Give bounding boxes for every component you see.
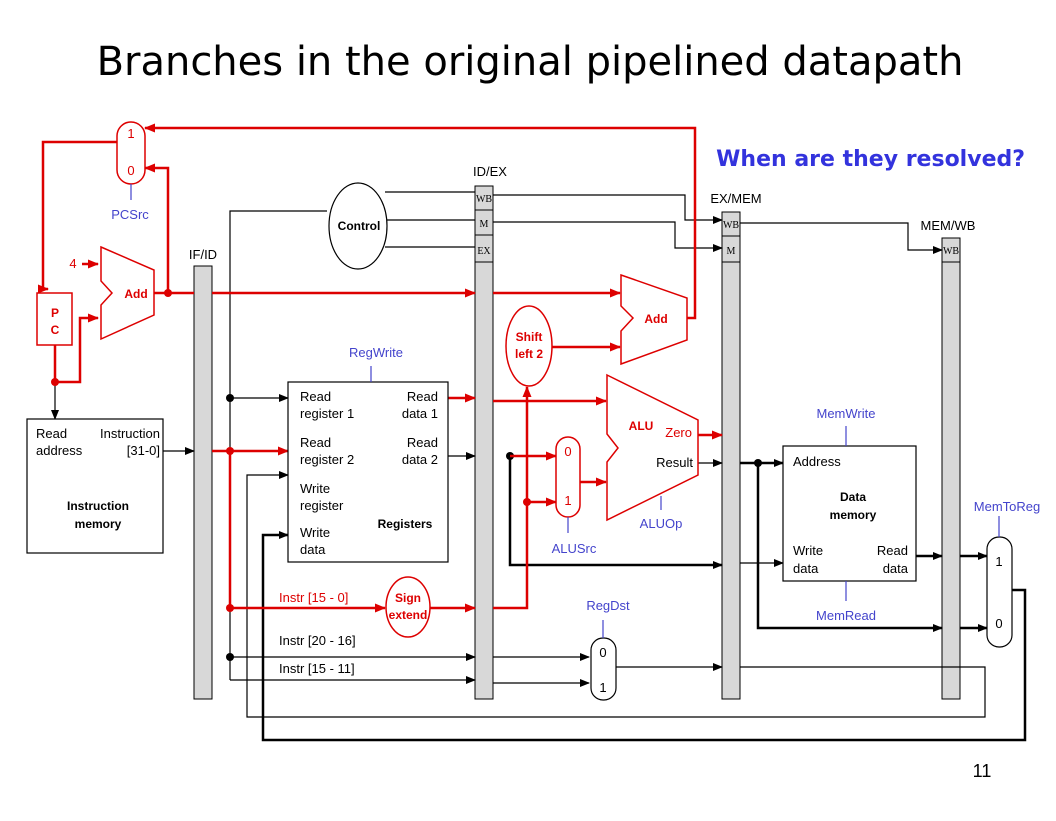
dm-address-label: Address	[793, 454, 841, 469]
alusrc-mux-input-1: 1	[564, 493, 571, 508]
dm-name-1: Data	[840, 490, 866, 504]
id-ex-ex-label: EX	[477, 246, 491, 257]
reg-read-data-2-a: Read	[407, 435, 438, 450]
id-ex-register: ID/EX WB M EX	[473, 164, 507, 700]
regdst-signal: RegDst	[586, 598, 630, 613]
reg-read-data-1-a: Read	[407, 389, 438, 404]
program-counter: P C	[36, 292, 73, 346]
reg-read-register-1-b: register 1	[300, 406, 354, 421]
reg-read-data-1-b: data 1	[402, 406, 438, 421]
ex-mem-register: EX/MEM WB M	[710, 191, 762, 700]
memtoreg-mux-input-0: 0	[995, 616, 1002, 631]
reg-write-register-b: register	[300, 498, 344, 513]
im-bits-label: [31-0]	[127, 443, 160, 458]
control-label: Control	[338, 219, 381, 233]
id-ex-wb-label: WB	[476, 194, 492, 205]
im-instruction-label: Instruction	[100, 426, 160, 441]
reg-read-register-2-b: register 2	[300, 452, 354, 467]
regwrite-signal: RegWrite	[349, 345, 403, 360]
data-memory: MemWrite MemRead Address Data memory Wri…	[782, 406, 917, 623]
mem-wb-wb-label: WB	[943, 246, 959, 257]
dm-name-2: memory	[830, 508, 877, 522]
sign-extend: Sign extend	[385, 576, 431, 638]
alusrc-mux-input-0: 0	[564, 444, 571, 459]
pcsrc-mux-input-0: 0	[127, 163, 134, 178]
memwrite-signal: MemWrite	[817, 406, 876, 421]
dm-write-data-label: data	[793, 561, 819, 576]
alusrc-signal: ALUSrc	[552, 541, 597, 556]
register-file: RegWrite Read register 1 Read register 2…	[287, 345, 449, 563]
instr-rd-label: Instr [15 - 11]	[279, 661, 355, 676]
im-name-2: memory	[75, 517, 122, 531]
memtoreg-mux: 1 0 MemToReg	[974, 499, 1040, 648]
reg-read-data-2-b: data 2	[402, 452, 438, 467]
reg-write-register-a: Write	[300, 481, 330, 496]
instr-imm-label: Instr [15 - 0]	[279, 590, 348, 605]
regdst-mux-input-0: 0	[599, 645, 606, 660]
alu: ALU Zero Result ALUOp	[606, 373, 699, 531]
memtoreg-signal: MemToReg	[974, 499, 1040, 514]
thick-black-wires	[261, 456, 1027, 742]
im-read-label: Read	[36, 426, 67, 441]
alu-label: ALU	[629, 419, 654, 433]
instr-rt-label: Instr [20 - 16]	[279, 633, 356, 648]
sign-extend-label-2: extend	[389, 608, 428, 622]
regdst-mux-input-1: 1	[599, 680, 606, 695]
memread-signal: MemRead	[816, 608, 876, 623]
constant-four: 4	[69, 256, 76, 271]
branch-adder: Add	[620, 273, 688, 366]
page-number: 11	[973, 761, 992, 781]
pc-adder: Add 4	[69, 245, 155, 341]
shift-left-label-1: Shift	[516, 330, 543, 344]
dm-read-data-label: data	[883, 561, 909, 576]
id-ex-label: ID/EX	[473, 164, 507, 179]
slide-title: Branches in the original pipelined datap…	[97, 39, 964, 85]
pc-adder-label: Add	[124, 287, 147, 301]
shift-left-2: Shift left 2	[505, 305, 553, 387]
pcsrc-signal: PCSrc	[111, 207, 149, 222]
dm-write-label: Write	[793, 543, 823, 558]
id-ex-m-label: M	[480, 219, 489, 230]
red-junctions	[51, 289, 531, 612]
instruction-memory: Read address Instruction [31-0] Instruct…	[26, 418, 164, 554]
if-id-register: IF/ID	[189, 247, 217, 700]
alu-result-label: Result	[656, 455, 693, 470]
im-address-label: address	[36, 443, 83, 458]
pcsrc-mux-input-1: 1	[127, 126, 134, 141]
alusrc-mux: 0 1 ALUSrc	[552, 436, 597, 556]
sign-extend-label-1: Sign	[395, 591, 421, 605]
ex-mem-label: EX/MEM	[710, 191, 761, 206]
mem-wb-register: MEM/WB WB	[921, 218, 976, 700]
dm-read-label: Read	[877, 543, 908, 558]
aluop-signal: ALUOp	[640, 516, 683, 531]
reg-read-register-1-a: Read	[300, 389, 331, 404]
red-wires	[38, 123, 723, 613]
reg-read-register-2-a: Read	[300, 435, 331, 450]
if-id-label: IF/ID	[189, 247, 217, 262]
ex-mem-wb-label: WB	[723, 220, 739, 231]
reg-write-data-b: data	[300, 542, 326, 557]
shift-left-label-2: left 2	[515, 347, 543, 361]
pc-label-c: C	[51, 323, 60, 337]
pc-label-p: P	[51, 306, 59, 320]
branch-adder-label: Add	[644, 312, 667, 326]
pcsrc-mux: 1 0 PCSrc	[111, 121, 149, 222]
reg-write-data-a: Write	[300, 525, 330, 540]
question-text: When are they resolved?	[716, 147, 1025, 172]
regdst-mux: 0 1 RegDst	[586, 598, 630, 701]
registers-name: Registers	[378, 517, 433, 531]
memtoreg-mux-input-1: 1	[995, 554, 1002, 569]
mem-wb-label: MEM/WB	[921, 218, 976, 233]
alu-zero-label: Zero	[665, 425, 692, 440]
ex-mem-m-label: M	[727, 246, 736, 257]
im-name-1: Instruction	[67, 499, 129, 513]
control-unit: Control	[328, 182, 388, 270]
